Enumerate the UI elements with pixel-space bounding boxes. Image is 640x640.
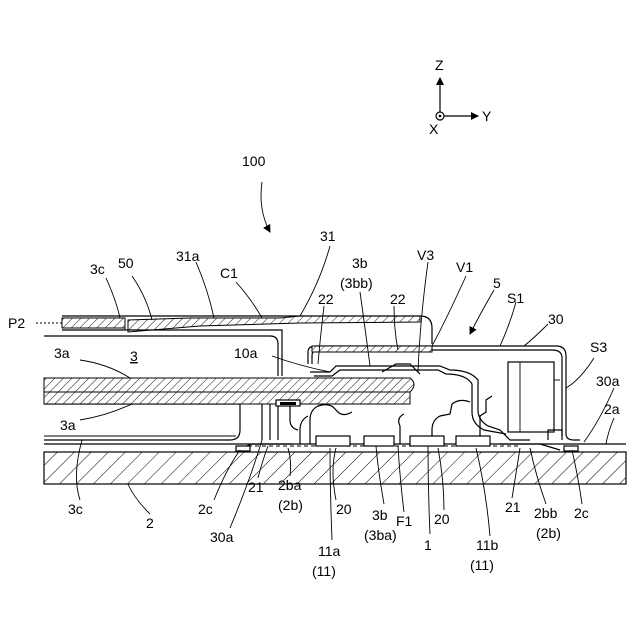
- label-3b-bottom: 3b: [372, 507, 388, 523]
- pad-2c-left: [236, 446, 250, 451]
- label-s3: S3: [590, 339, 607, 355]
- leader-3a-mid: [80, 404, 132, 420]
- substrate-2: [44, 444, 626, 484]
- label-3ba: (3ba): [364, 527, 397, 543]
- pad-2c-right: [564, 446, 578, 451]
- label-3b-top: 3b: [352, 255, 368, 271]
- board-upper-hatched: [44, 378, 414, 392]
- label-3: 3: [130, 348, 138, 364]
- x-axis-label: X: [429, 121, 439, 137]
- leader-2: [128, 484, 150, 514]
- label-v3: V3: [417, 247, 434, 263]
- component-s1-block: [508, 362, 554, 432]
- leader-10a: [272, 356, 330, 372]
- leader-3bb: [360, 292, 370, 366]
- label-22b: 22: [390, 291, 406, 307]
- label-1: 1: [424, 537, 432, 553]
- label-2b-left: (2b): [278, 497, 303, 513]
- label-31: 31: [320, 228, 336, 244]
- z-axis-label: Z: [435, 57, 444, 73]
- label-22a: 22: [318, 291, 334, 307]
- label-30a-right: 30a: [596, 373, 620, 389]
- label-20-left: 20: [336, 501, 352, 517]
- label-31a: 31a: [176, 248, 200, 264]
- label-2bb: 2bb: [534, 505, 558, 521]
- bump-mid-2: [410, 436, 444, 446]
- label-2ba: 2ba: [278, 477, 302, 493]
- label-p2: P2: [8, 315, 25, 331]
- label-2c-right: 2c: [574, 505, 589, 521]
- leader-5: [470, 290, 494, 334]
- bump-mid-1: [364, 436, 394, 446]
- substrate-body: [44, 452, 626, 484]
- label-3bb: (3bb): [340, 275, 373, 291]
- label-v1: V1: [456, 259, 473, 275]
- label-5: 5: [493, 275, 501, 291]
- leader-31a: [196, 262, 214, 318]
- leader-22a: [318, 306, 324, 364]
- label-20-right: 20: [434, 511, 450, 527]
- clip-left-fill: [280, 402, 296, 405]
- y-axis-label: Y: [482, 108, 492, 124]
- leader-22b: [394, 306, 398, 350]
- leader-v1: [432, 276, 466, 346]
- board-10: [44, 378, 414, 404]
- leader-100: [261, 182, 270, 232]
- label-30a-left: 30a: [210, 529, 234, 545]
- leader-s3: [566, 358, 594, 388]
- label-2b-right: (2b): [536, 525, 561, 541]
- spring-21-mid: [399, 414, 404, 444]
- label-50: 50: [118, 255, 134, 271]
- label-2c-left: 2c: [198, 501, 213, 517]
- label-100: 100: [242, 153, 266, 169]
- label-11a: 11a: [318, 543, 341, 559]
- bump-11a-1: [316, 436, 350, 446]
- label-10a: 10a: [234, 345, 258, 361]
- leader-c1: [236, 282, 262, 318]
- bump-11b-1: [456, 436, 490, 446]
- shield-hatched-top: [312, 346, 432, 352]
- leader-3a-top: [80, 360, 130, 378]
- board-lower-hatched: [44, 392, 410, 404]
- label-3a-top: 3a: [54, 345, 70, 361]
- label-s1: S1: [507, 290, 524, 306]
- label-3a-mid: 3a: [60, 417, 76, 433]
- label-2: 2: [146, 515, 154, 531]
- label-21-left: 21: [248, 479, 264, 495]
- bracket-left: [282, 404, 298, 430]
- axis-indicator: Z Y X: [429, 57, 492, 137]
- label-c1: C1: [220, 265, 238, 281]
- leader-2a: [606, 418, 614, 444]
- label-3c-top: 3c: [90, 261, 105, 277]
- leader-3c-top: [106, 278, 120, 318]
- plate-3c-top: [62, 318, 125, 328]
- x-axis-dot: [439, 115, 442, 118]
- label-30: 30: [548, 311, 564, 327]
- label-3c-bottom: 3c: [68, 501, 83, 517]
- leader-s1: [500, 302, 516, 346]
- leader-lines: [76, 182, 614, 540]
- label-f1: F1: [396, 513, 413, 529]
- leader-50: [132, 276, 152, 320]
- spring-22-left: [300, 416, 308, 444]
- label-11b: 11b: [476, 537, 499, 553]
- label-11-left: (11): [312, 563, 336, 579]
- label-21-right: 21: [505, 499, 521, 515]
- label-2a: 2a: [604, 401, 620, 417]
- label-11-right: (11): [470, 557, 494, 573]
- leader-30: [524, 324, 548, 346]
